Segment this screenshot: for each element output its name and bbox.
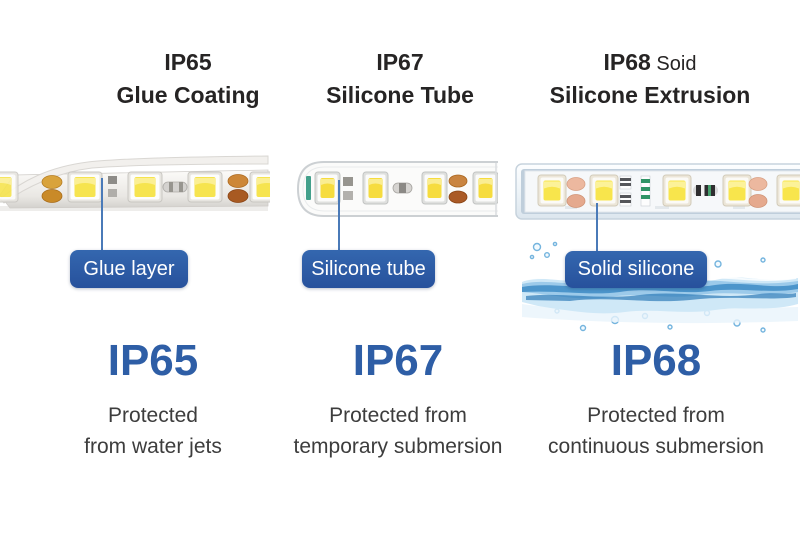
description-line2: from water jets xyxy=(84,435,222,458)
header-line2: Glue Coating xyxy=(116,82,260,108)
header-rating: IP68 xyxy=(603,49,651,75)
header-line1: IP65 xyxy=(63,47,313,80)
rating-ip67: IP67 xyxy=(352,336,444,385)
header-line2: Silicone Extrusion xyxy=(549,82,751,108)
callout-connector-line xyxy=(596,203,598,252)
column-header-ip65: IP65 Glue Coating xyxy=(63,47,313,111)
description-line2: temporary submersion xyxy=(293,435,503,458)
description-line1: Protected from xyxy=(587,404,725,427)
led-strip-silicone-tube-image xyxy=(296,161,498,217)
column-header-ip67: IP67 Silicone Tube xyxy=(275,47,525,111)
description-ip67: Protected from temporary submersion xyxy=(272,400,524,462)
description-ip68: Protected from continuous submersion xyxy=(528,400,784,462)
led-strip-glue-coating-image xyxy=(0,155,270,211)
callout-connector-line xyxy=(101,178,103,250)
header-rating: IP67 xyxy=(376,49,424,75)
header-suffix: Soid xyxy=(650,53,697,75)
description-line1: Protected xyxy=(108,404,198,427)
rating-ip65: IP65 xyxy=(107,336,199,385)
callout-solid-silicone: Solid silicone xyxy=(565,251,707,288)
description-ip65: Protected from water jets xyxy=(28,400,278,462)
column-header-ip68: IP68 Soid Silicone Extrusion xyxy=(515,47,785,111)
callout-connector-line xyxy=(338,180,340,250)
header-line1: IP67 xyxy=(275,47,525,80)
callout-silicone-tube: Silicone tube xyxy=(302,250,435,288)
callout-glue-layer: Glue layer xyxy=(70,250,188,288)
description-line1: Protected from xyxy=(329,404,467,427)
led-strip-solid-extrusion-image xyxy=(515,163,800,220)
header-rating: IP65 xyxy=(164,49,212,75)
header-line1: IP68 Soid xyxy=(515,47,785,80)
description-line2: continuous submersion xyxy=(548,435,764,458)
header-line2: Silicone Tube xyxy=(326,82,474,108)
rating-ip68: IP68 xyxy=(610,336,702,385)
